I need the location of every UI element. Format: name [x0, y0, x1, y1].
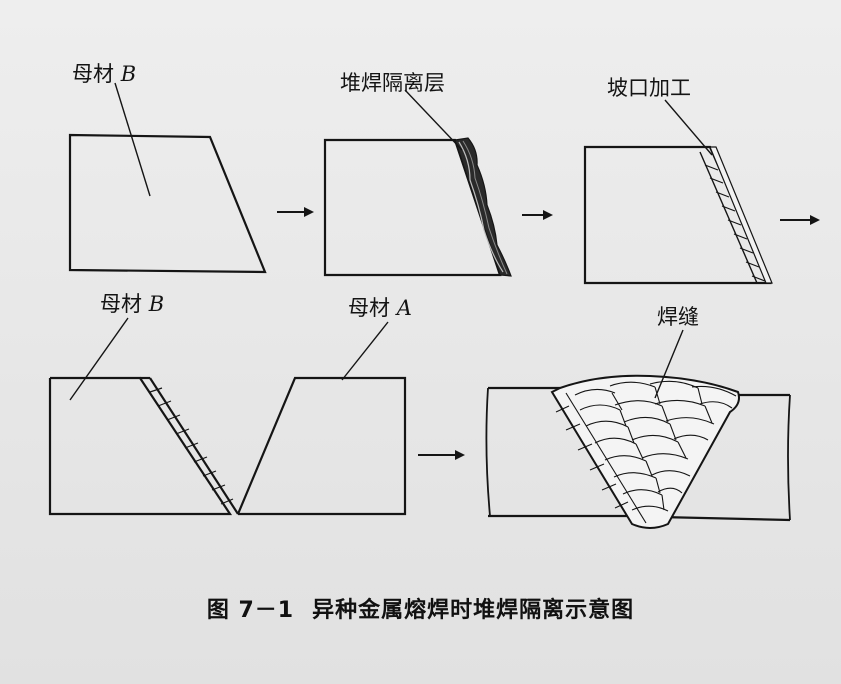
label-buildup-layer: 堆焊隔离层 [340, 71, 445, 95]
label-base-metal-b-bottom: 母材 B [100, 292, 165, 316]
plate-with-buildup-layer [323, 89, 512, 277]
figure-caption: 图 7－1 异种金属熔焊时堆焊隔离示意图 [0, 592, 841, 624]
process-arrow-2 [522, 210, 553, 220]
label-groove-machining: 坡口加工 [607, 76, 691, 100]
base-metal-b-plate [68, 82, 267, 274]
figure-number: 图 7－1 [206, 598, 295, 623]
groove-machined-plate [583, 99, 773, 285]
process-arrow-1 [277, 207, 314, 217]
process-arrow-4 [418, 450, 465, 460]
v-groove-assembly [48, 317, 407, 516]
label-base-metal-a: 母材 A [348, 296, 412, 320]
welded-joint [485, 329, 791, 529]
label-base-metal-b-top: 母材 B [72, 62, 137, 86]
figure-title: 异种金属熔焊时堆焊隔离示意图 [312, 598, 635, 623]
process-arrow-3 [780, 215, 820, 225]
label-weld: 焊缝 [657, 305, 699, 329]
